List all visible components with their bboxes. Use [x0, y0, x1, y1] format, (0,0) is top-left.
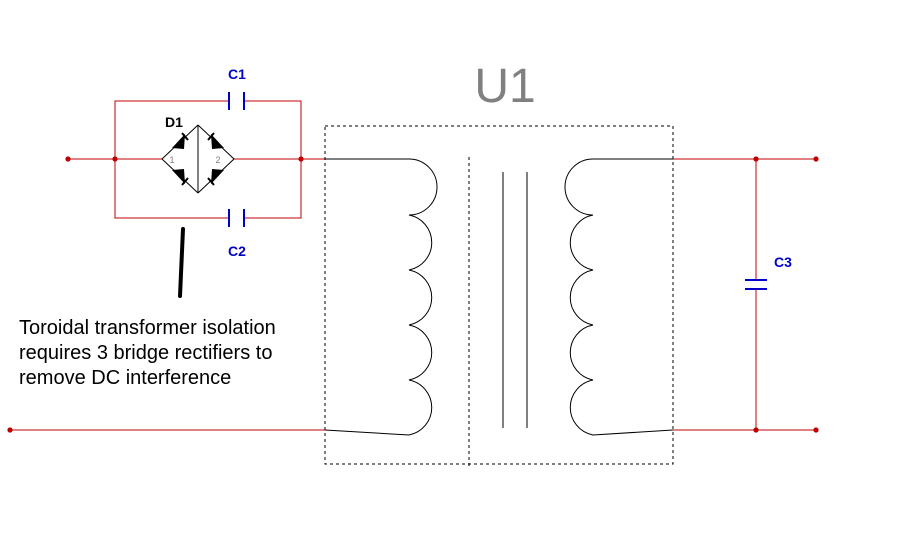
- c3-label: C3: [774, 254, 792, 270]
- junction-dots: [7, 156, 819, 433]
- annotation-pointer: [178, 227, 185, 298]
- capacitor-c3: C3: [745, 254, 792, 290]
- u1-label: U1: [474, 60, 535, 113]
- junction-dot: [112, 156, 118, 162]
- junction-dot: [298, 156, 304, 162]
- c2-label: C2: [228, 243, 246, 259]
- d1-label: D1: [165, 114, 183, 130]
- terminal-in-top: [65, 156, 71, 162]
- diode-icon: [172, 134, 185, 149]
- caption-line-3: remove DC interference: [19, 367, 232, 389]
- diode-icon: [172, 169, 185, 184]
- transformer-u1: U1: [324, 60, 674, 468]
- wires: [10, 100, 816, 431]
- terminal-out-bottom: [813, 427, 819, 433]
- terminal-out-top: [813, 156, 819, 162]
- d1-pin-2: 2: [215, 155, 220, 165]
- primary-winding: [324, 158, 438, 436]
- diode-icon: [211, 134, 224, 149]
- u1-outline: [324, 125, 674, 465]
- secondary-winding: [564, 158, 674, 436]
- bridge-rectifier-d1: D1 1 2: [161, 114, 235, 194]
- caption-line-2: requires 3 bridge rectifiers to: [19, 342, 273, 364]
- capacitor-c2: C2: [228, 209, 246, 259]
- terminal-in-bottom: [7, 427, 13, 433]
- junction-dot: [753, 156, 759, 162]
- c1-label: C1: [228, 66, 246, 82]
- junction-dot: [753, 427, 759, 433]
- capacitor-c1: C1: [228, 66, 246, 110]
- annotation-caption: Toroidal transformer isolation requires …: [19, 316, 339, 391]
- d1-pin-1: 1: [169, 155, 174, 165]
- caption-line-1: Toroidal transformer isolation: [19, 317, 276, 339]
- diode-icon: [211, 169, 224, 184]
